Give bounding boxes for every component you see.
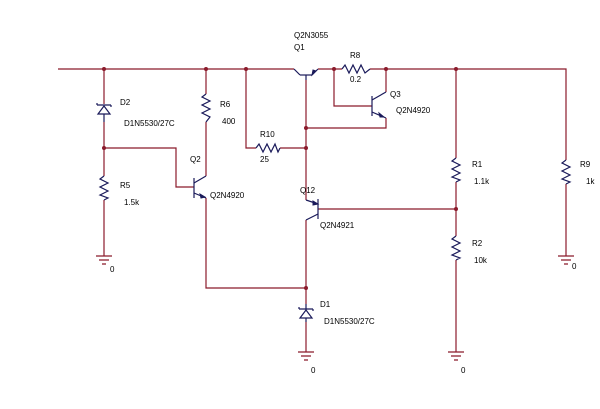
resistor-r9: [560, 159, 572, 185]
ground-symbol-1: [96, 255, 112, 265]
ground-label-4: 0: [572, 262, 577, 271]
d1-name-label: D1: [320, 300, 331, 309]
resistor-r2: [450, 235, 462, 261]
ground-label-1: 0: [110, 265, 115, 274]
resistor-r6: [200, 93, 212, 123]
transistor-q3: [371, 91, 387, 119]
r10-name-label: R10: [260, 130, 275, 139]
transistor-q12: [305, 199, 320, 221]
ground-label-3: 0: [461, 366, 466, 375]
r10-value-label: 25: [260, 155, 269, 164]
transistor-q2: [193, 175, 207, 199]
q1-model-label: Q2N3055: [294, 31, 329, 40]
r5-value-label: 1.5k: [124, 198, 140, 207]
r9-name-label: R9: [580, 160, 591, 169]
r1-value-label: 1.1k: [474, 177, 490, 186]
resistor-r10: [255, 142, 281, 154]
q3-name-label: Q3: [390, 90, 401, 99]
zener-d2: [96, 103, 112, 122]
wires: [58, 68, 567, 352]
r6-name-label: R6: [220, 100, 231, 109]
q1-name-label: Q1: [294, 43, 305, 52]
transistor-q1: [293, 68, 319, 80]
ground-symbol-4: [558, 255, 574, 265]
d2-model-label: D1N5530/27C: [124, 119, 175, 128]
resistor-r1: [450, 157, 462, 183]
ground-symbol-3: [448, 351, 464, 361]
ground-symbol-2: [298, 351, 314, 361]
r5-name-label: R5: [120, 181, 131, 190]
r8-name-label: R8: [350, 51, 361, 60]
r6-value-label: 400: [222, 117, 236, 126]
q12-model-label: Q2N4921: [320, 221, 355, 230]
r1-name-label: R1: [472, 160, 483, 169]
junctions: [102, 67, 458, 290]
d2-name-label: D2: [120, 98, 131, 107]
q2-model-label: Q2N4920: [210, 191, 245, 200]
r8-value-label: 0.2: [350, 75, 362, 84]
zener-d1: [298, 304, 314, 322]
d1-model-label: D1N5530/27C: [324, 317, 375, 326]
r2-name-label: R2: [472, 239, 483, 248]
r2-value-label: 10k: [474, 256, 488, 265]
resistor-r8: [341, 63, 371, 75]
q2-name-label: Q2: [190, 155, 201, 164]
q12-name-label: Q12: [300, 186, 316, 195]
resistor-r5: [98, 175, 110, 201]
r9-value-label: 1k: [586, 177, 595, 186]
ground-label-2: 0: [311, 366, 316, 375]
q3-model-label: Q2N4920: [396, 106, 431, 115]
